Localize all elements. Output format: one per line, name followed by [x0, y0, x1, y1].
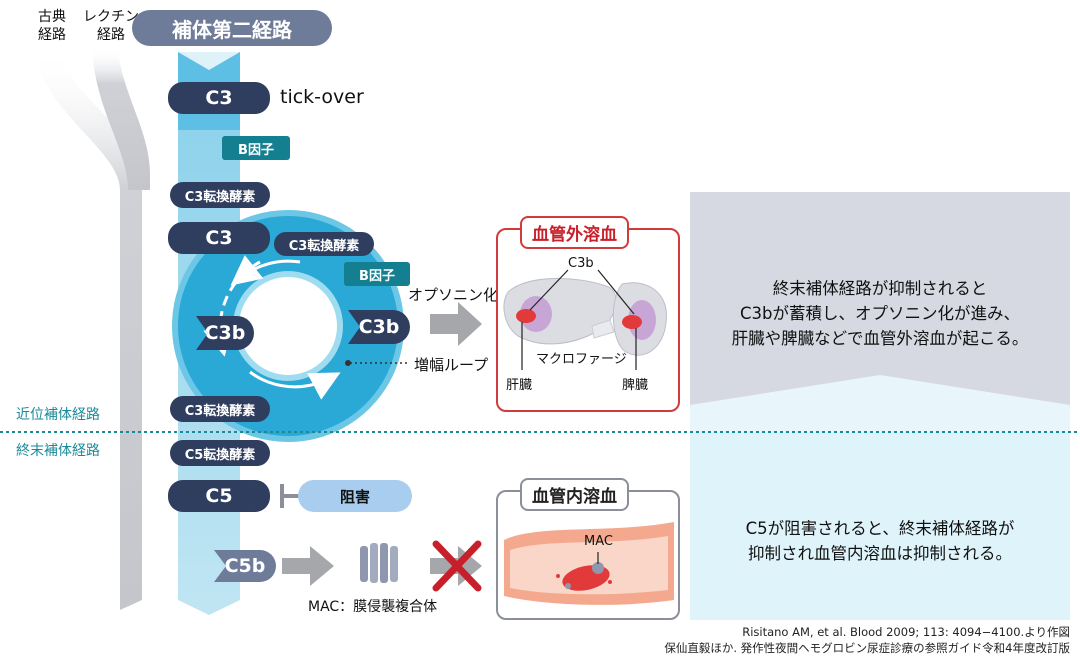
proximal-pathway-label: 近位補体経路 [16, 407, 100, 423]
opsonization-label: オプソニン化 [408, 286, 499, 304]
inhibition-pill: 阻害 [298, 480, 412, 512]
block-x-icon [432, 540, 482, 592]
factor-b-tag-1: B因子 [222, 136, 290, 160]
right-panel-top-text: 終末補体経路が抑制されると C3bが蓄積し、オプソニン化が進み、 肝臓や脾臓など… [731, 279, 1029, 348]
mac-vessel-label: MAC [584, 534, 613, 549]
spleen-label: 脾臓 [622, 378, 649, 393]
factor-b-tag-2: B因子 [344, 262, 410, 286]
intravascular-box: MAC [496, 490, 680, 620]
intravascular-title: 血管内溶血 [520, 478, 629, 511]
c3-convertase-node-1: C3転換酵素 [170, 182, 270, 208]
liver-macrophage-mark [516, 309, 536, 323]
right-panel-top [690, 192, 1070, 418]
c5-node: C5 [168, 480, 270, 512]
lectin-pathway-label: レクチン経路 [83, 9, 139, 43]
c5b-arrow [282, 546, 334, 586]
classical-pathway-label: 古典経路 [38, 9, 66, 43]
classical-stream [34, 48, 142, 610]
c3b-organ-label: C3b [568, 256, 594, 271]
mac-complex-label: MAC：膜侵襲複合体 [308, 599, 438, 615]
liver-label: 肝臓 [506, 378, 533, 393]
c3-mid-node: C3 [168, 222, 270, 254]
c3-convertase-loop-node: C3転換酵素 [274, 232, 374, 256]
spleen-macrophage-mark [622, 315, 642, 329]
macrophage-label: マクロファージ [536, 352, 627, 367]
c3-convertase-node-2: C3転換酵素 [170, 396, 270, 422]
tick-over-label: tick-over [280, 86, 364, 108]
citation: Risitano AM, et al. Blood 2009; 113: 409… [664, 625, 1070, 655]
mac-complex-icon [360, 543, 398, 583]
blood-vessel-illustration [504, 522, 674, 605]
opsonization-arrow [430, 302, 482, 346]
terminal-pathway-label: 終末補体経路 [16, 443, 100, 459]
right-panel-bottom [690, 432, 1070, 620]
organ-illustration [503, 269, 667, 370]
alt-pathway-title: 補体第二経路 [132, 10, 332, 46]
c3-top-node: C3 [168, 82, 270, 114]
right-panel-bottom-text: C5が阻害されると、終末補体経路が 抑制され血管内溶血は抑制される。 [745, 519, 1015, 563]
c3b-left-node: C3b [196, 316, 254, 350]
lectin-stream [92, 48, 150, 190]
amplification-loop-label: 増幅ループ [414, 356, 489, 374]
c5-convertase-node: C5転換酵素 [170, 440, 270, 466]
extravascular-box: C3b マクロファージ 肝臓 脾臓 [496, 228, 680, 412]
extravascular-title: 血管外溶血 [520, 216, 629, 249]
